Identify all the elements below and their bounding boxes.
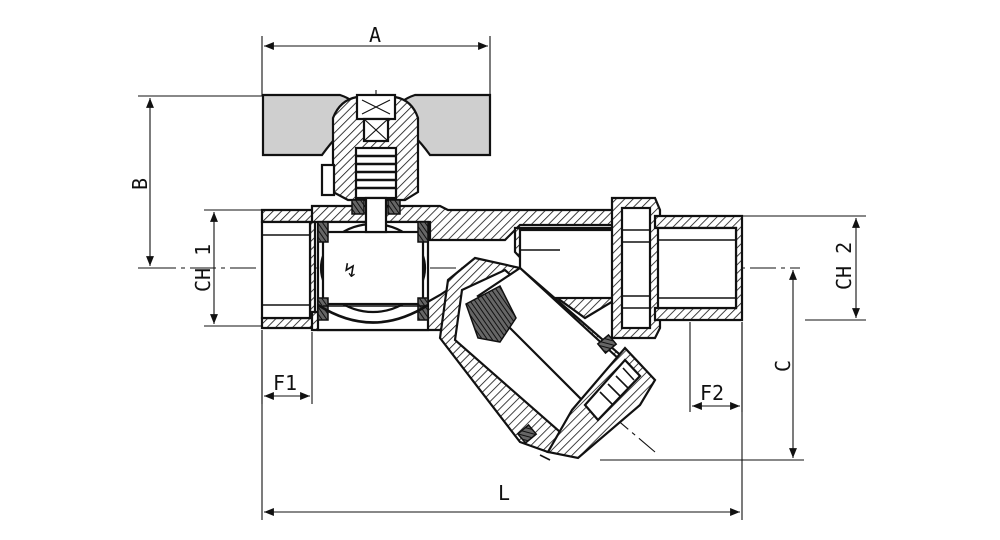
ball-bore [321, 230, 425, 306]
flow-arrow-mark: ↯ [344, 258, 356, 282]
dim-A-label: A [369, 23, 381, 47]
cap-thread-zone [583, 358, 642, 422]
stem-seal-left [351, 199, 365, 215]
strainer-leg [438, 256, 657, 461]
dim-CH2-label: CH 2 [832, 242, 856, 290]
dimension-lines: A B CH 1 F1 F2 CH 2 C L [128, 23, 866, 520]
dim-B-label: B [128, 178, 152, 190]
right-seat [417, 221, 429, 243]
cap-seal [516, 423, 538, 445]
cap-threads [599, 367, 635, 405]
left-inlet-bore [260, 220, 312, 320]
dim-F2-label: F2 [700, 381, 724, 405]
stop-pin [320, 163, 336, 197]
stem-shaft [364, 196, 388, 234]
union-nut-core [620, 206, 652, 330]
left-seat [317, 221, 329, 243]
right-outlet-bore [656, 226, 738, 310]
dim-L-label: L [498, 481, 510, 505]
stem-threads [356, 154, 396, 190]
dim-C-label: C [771, 360, 795, 372]
filter-mesh [465, 284, 517, 343]
valve-stem-assembly [261, 93, 492, 234]
stem-seal-right [387, 199, 401, 215]
dim-CH1-label: CH 1 [191, 244, 215, 292]
dim-F1-label: F1 [273, 371, 297, 395]
leg-seal [596, 333, 618, 355]
